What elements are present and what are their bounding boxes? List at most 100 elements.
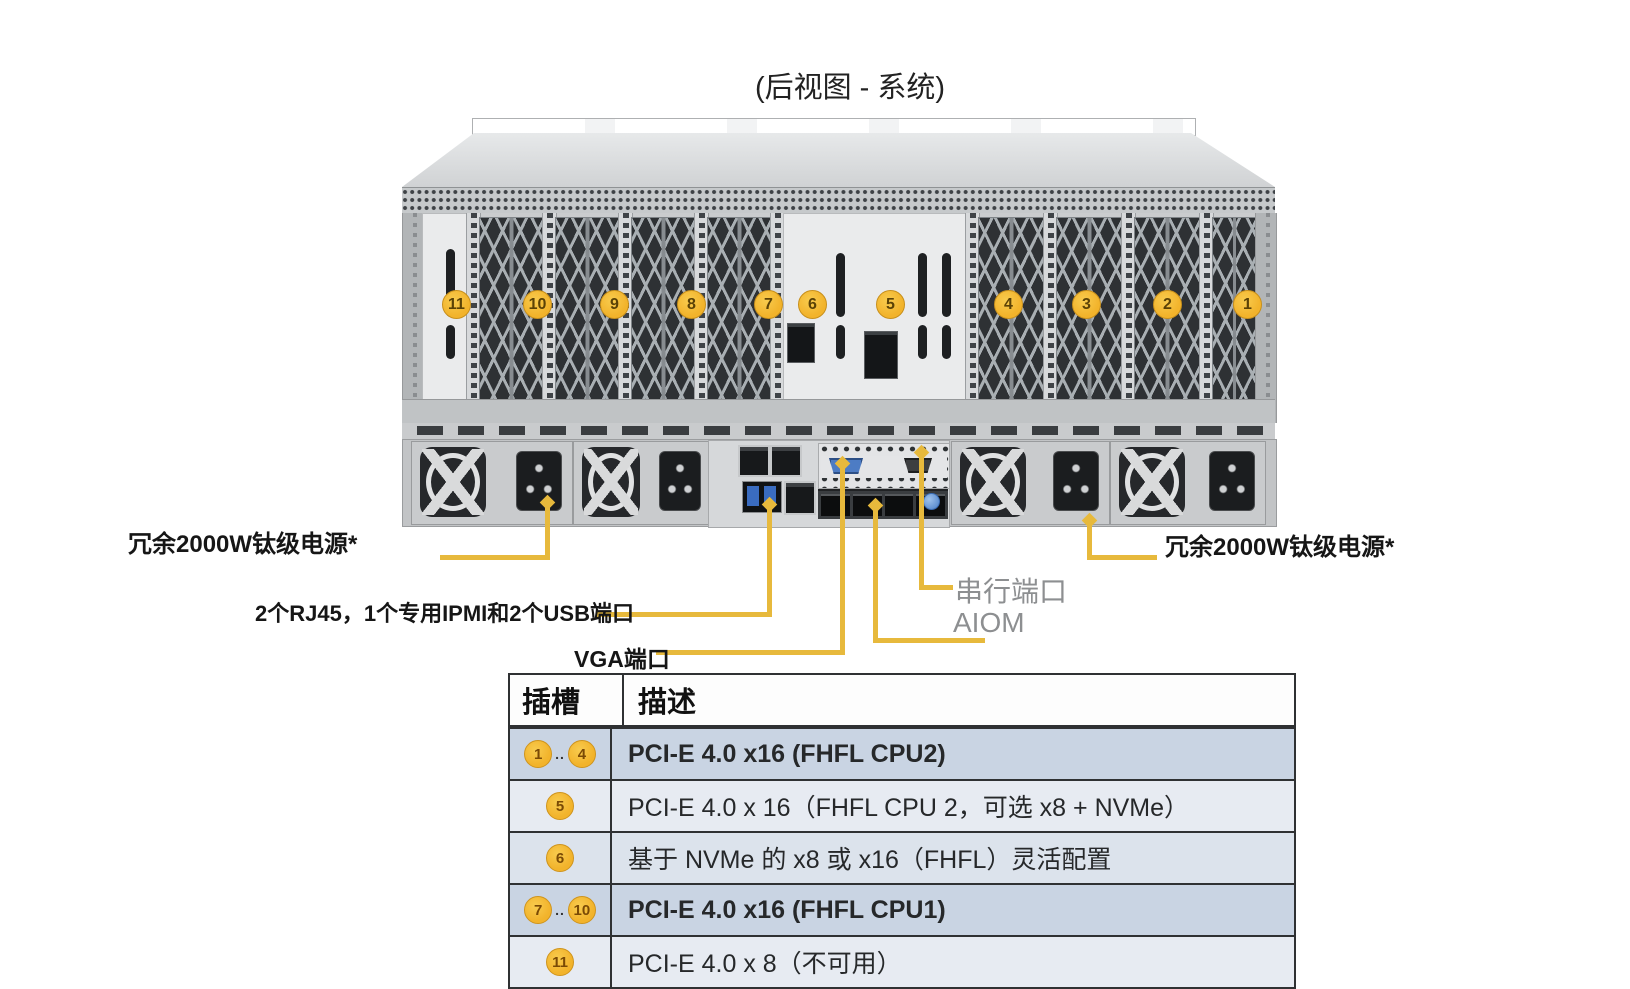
chassis-rail-right — [1255, 213, 1277, 423]
slot6-sfp-port — [787, 323, 815, 363]
slot-cell: 11 — [510, 937, 612, 987]
pcie-bracket-strip — [770, 213, 785, 423]
slot-number-badge: 1 — [524, 740, 553, 768]
callout-line — [1087, 520, 1092, 558]
power-inlet-icon — [1053, 451, 1099, 511]
slot-cell: 6 — [510, 833, 612, 883]
slot5-sfp-port — [864, 331, 898, 379]
slot-badge-5: 5 — [876, 290, 905, 319]
slot-badge-2: 2 — [1153, 290, 1182, 319]
power-inlet-icon — [659, 451, 701, 511]
pcie-bracket-strip — [965, 213, 980, 423]
callout-line — [919, 585, 953, 590]
callout-line — [545, 502, 550, 558]
aiom-port — [884, 494, 914, 516]
filler-vent-cutout — [446, 325, 455, 359]
slot-number-badge: 11 — [546, 948, 574, 976]
psu-fan-icon — [582, 447, 640, 517]
slot-number-badge: 6 — [546, 844, 574, 872]
callout-line — [767, 504, 772, 615]
slot-number-badge: 4 — [567, 740, 596, 768]
table-row: 7 .. 10 PCI-E 4.0 x16 (FHFL CPU1) — [510, 883, 1294, 935]
slot-cell: 5 — [510, 781, 612, 831]
slot-badge-10: 10 — [523, 290, 552, 319]
power-inlet-icon — [1209, 451, 1255, 511]
psu-unit-1 — [411, 441, 573, 525]
filler-vent-cutout — [918, 253, 927, 317]
slot-badge-9: 9 — [600, 290, 629, 319]
rj45-port — [738, 445, 770, 477]
pcie-bracket-strip — [466, 213, 481, 423]
table-row: 1 .. 4 PCI-E 4.0 x16 (FHFL CPU2) — [510, 727, 1294, 779]
pcie-bracket-strip — [542, 213, 557, 423]
rj45-ipmi-usb-label: 2个RJ45，1个专用IPMI和2个USB端口 — [255, 601, 634, 626]
slot-badge-3: 3 — [1072, 290, 1101, 319]
rj45-port — [770, 445, 802, 477]
gpu-mesh-slot-9 — [555, 217, 620, 401]
psu-fan-icon — [960, 447, 1026, 517]
slot-cell: 1 .. 4 — [510, 729, 612, 779]
table-header-row: 插槽 描述 — [510, 675, 1294, 727]
callout-line — [1087, 555, 1157, 560]
pcie-bracket-strip — [618, 213, 633, 423]
slot-badge-1: 1 — [1233, 290, 1262, 319]
range-dots: .. — [555, 902, 565, 918]
page-title: (后视图 - 系统) — [754, 72, 946, 104]
chassis-lid — [402, 133, 1275, 187]
slot-area-foot — [402, 399, 1275, 424]
filler-vent-cutout — [942, 253, 951, 317]
thumbscrew-icon — [923, 493, 940, 510]
aiom-label: AIOM — [953, 607, 1025, 638]
bottom-vent-row — [402, 423, 1275, 439]
slot-badge-11: 11 — [442, 290, 471, 319]
slot-number-badge: 5 — [546, 792, 574, 820]
desc-cell: 基于 NVMe 的 x8 或 x16（FHFL）灵活配置 — [628, 846, 1112, 874]
aiom-port — [821, 494, 850, 516]
psu-band — [402, 439, 1277, 528]
slot-badge-7: 7 — [754, 290, 783, 319]
psu-right-label: 冗余2000W钛级电源* — [1165, 534, 1395, 561]
slot-badge-6: 6 — [798, 290, 827, 319]
table-row: 5 PCI-E 4.0 x 16（FHFL CPU 2，可选 x8 + NVMe… — [510, 779, 1294, 831]
psu-fan-icon — [420, 447, 486, 517]
server-chassis: 11 10 9 8 7 6 5 4 3 2 1 — [402, 118, 1277, 528]
slot-badge-4: 4 — [994, 290, 1023, 319]
callout-line — [873, 638, 985, 643]
table-row: 11 PCI-E 4.0 x 8（不可用） — [510, 935, 1294, 987]
slot-badge-8: 8 — [677, 290, 706, 319]
slot-description-table: 插槽 描述 1 .. 4 PCI-E 4.0 x16 (FHFL CPU2) 5… — [508, 673, 1296, 989]
serial-port — [904, 458, 932, 473]
slot-cell: 7 .. 10 — [510, 885, 612, 935]
header-slot: 插槽 — [510, 675, 624, 725]
table-row: 6 基于 NVMe 的 x8 或 x16（FHFL）灵活配置 — [510, 831, 1294, 883]
psu-unit-4 — [1110, 441, 1266, 525]
filler-vent-cutout — [918, 325, 927, 359]
filler-vent-cutout — [836, 325, 845, 359]
callout-line — [873, 505, 878, 641]
psu-unit-3 — [951, 441, 1110, 525]
desc-cell: PCI-E 4.0 x16 (FHFL CPU1) — [628, 895, 946, 924]
serial-label: 串行端口 — [955, 576, 1068, 607]
psu-fan-icon — [1119, 447, 1185, 517]
pcie-bracket-strip — [694, 213, 709, 423]
desc-cell: PCI-E 4.0 x 16（FHFL CPU 2，可选 x8 + NVMe） — [628, 794, 1190, 822]
usb-ports — [742, 481, 782, 513]
callout-line — [656, 650, 845, 655]
callout-line — [919, 452, 924, 588]
vent-band — [402, 187, 1275, 215]
psu-left-label: 冗余2000W钛级电源* — [128, 531, 358, 558]
desc-cell: PCI-E 4.0 x 8（不可用） — [628, 950, 902, 978]
range-dots: .. — [555, 746, 565, 762]
desc-cell: PCI-E 4.0 x16 (FHFL CPU2) — [628, 739, 946, 768]
pcie-bracket-strip — [1043, 213, 1058, 423]
filler-vent-cutout — [942, 325, 951, 359]
ipmi-rj45-port — [784, 481, 816, 515]
slot-number-badge: 10 — [567, 896, 596, 924]
pcie-bracket-strip — [1199, 213, 1214, 423]
slot-number-badge: 7 — [524, 896, 553, 924]
psu-unit-2 — [573, 441, 710, 525]
callout-line — [440, 555, 550, 560]
pcie-slot-area: 11 10 9 8 7 6 5 4 3 2 1 — [402, 213, 1277, 424]
callout-line — [840, 463, 845, 653]
vga-label: VGA端口 — [574, 646, 670, 672]
